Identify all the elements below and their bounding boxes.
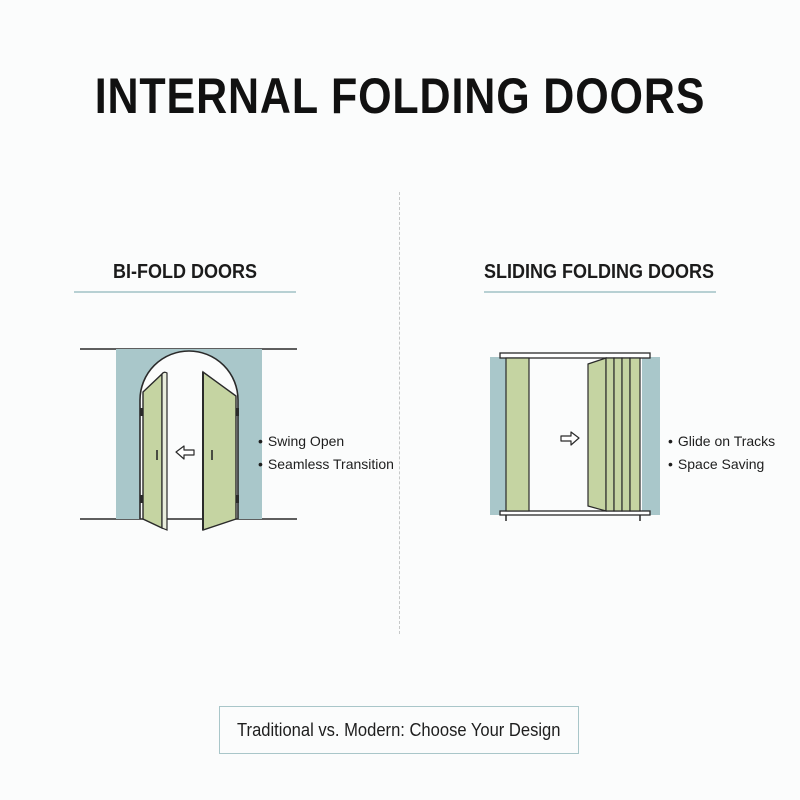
page-title: INTERNAL FOLDING DOORS — [94, 68, 706, 124]
arrow-left-icon — [175, 445, 195, 460]
bifold-feature-seamless-transition: Seamless Transition — [258, 453, 394, 476]
bifold-feature-swing-open: Swing Open — [258, 430, 394, 453]
sliding-feature-list: Glide on Tracks Space Saving — [668, 430, 775, 476]
sliding-wall-left — [490, 357, 506, 515]
sliding-fixed-panel — [505, 357, 530, 512]
bifold-feature-list: Swing Open Seamless Transition — [258, 430, 394, 476]
sliding-wall-right — [642, 357, 660, 515]
sliding-fold-panel-3 — [613, 357, 623, 512]
sliding-fold-panel-5 — [629, 357, 641, 512]
sliding-feature-glide-on-tracks: Glide on Tracks — [668, 430, 775, 453]
bifold-left-door — [146, 381, 160, 524]
bifold-heading: BI-FOLD DOORS — [113, 261, 258, 283]
sliding-feature-space-saving: Space Saving — [668, 453, 775, 476]
sliding-fold-panel-2 — [605, 357, 615, 512]
center-divider — [399, 192, 400, 634]
arrow-right-icon — [560, 431, 580, 446]
sliding-fold-panel-1 — [587, 357, 607, 512]
sliding-heading: SLIDING FOLDING DOORS — [483, 261, 715, 283]
sliding-bottom-track — [499, 510, 651, 516]
bifold-wall — [116, 349, 262, 519]
sliding-heading-rule — [484, 291, 716, 293]
tagline-text: Traditional vs. Modern: Choose Your Desi… — [237, 719, 561, 740]
sliding-fold-panel-4 — [621, 357, 631, 512]
tagline-box: Traditional vs. Modern: Choose Your Desi… — [219, 706, 579, 754]
bifold-arch-outline — [139, 350, 239, 519]
sliding-top-track — [499, 352, 651, 359]
bifold-heading-rule — [74, 291, 296, 293]
